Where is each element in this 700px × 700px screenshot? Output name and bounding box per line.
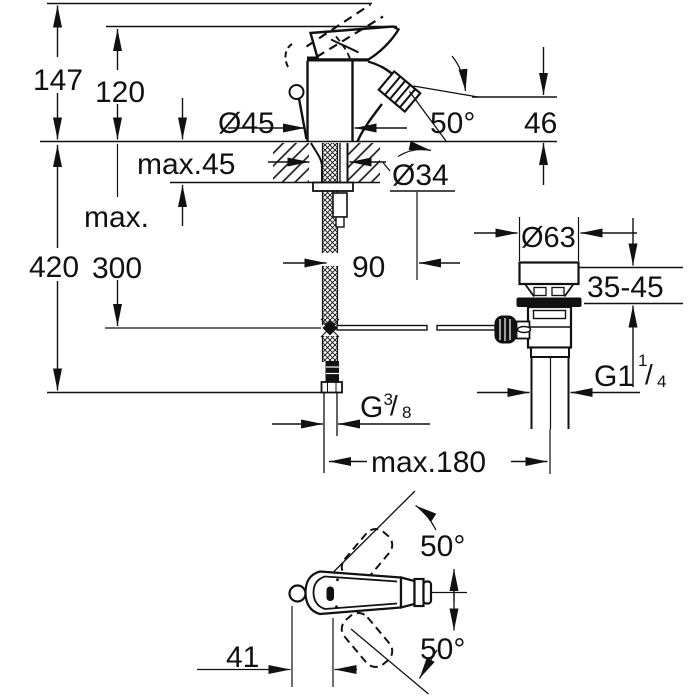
dim-supply-thread: G 3 / 8 bbox=[360, 390, 411, 424]
mounting-hardware bbox=[312, 181, 354, 228]
dim-body-diameter: Ø45 bbox=[218, 107, 275, 140]
dim-total-height: 147 bbox=[33, 64, 83, 97]
dim-lever-offset: 41 bbox=[226, 641, 259, 674]
dim-rod-offset: 90 bbox=[352, 251, 385, 284]
waste-thread-sub: 4 bbox=[657, 372, 666, 391]
lever-raised-outline bbox=[284, 3, 384, 68]
dimension-lines bbox=[53, 5, 640, 466]
hose-connector bbox=[320, 361, 343, 473]
reference-lines bbox=[40, 2, 683, 474]
lever-handle bbox=[308, 25, 401, 61]
dim-hose-drop-value: 300 bbox=[92, 252, 142, 285]
dim-swing-upper: 50° bbox=[420, 530, 465, 563]
top-view bbox=[197, 490, 467, 695]
lever-top-view bbox=[288, 570, 433, 616]
swing-axis-lower bbox=[350, 628, 429, 695]
dim-waste-deck-range: 35-45 bbox=[587, 271, 664, 304]
dim-waste-thread: G1 1 / 4 bbox=[594, 351, 666, 393]
lever-swung-lower-outline bbox=[340, 612, 394, 668]
supply-thread-sup: 3 bbox=[384, 390, 393, 409]
top-view-dimensions bbox=[197, 504, 459, 687]
dim-hose-drop-prefix: max. bbox=[84, 201, 149, 234]
waste-flange bbox=[516, 297, 582, 307]
pop-up-rod bbox=[320, 318, 496, 338]
spout-angle-lines bbox=[408, 85, 479, 142]
dim-waste-diameter: Ø63 bbox=[521, 222, 576, 254]
spout-bottom-edge bbox=[356, 103, 383, 142]
supply-thread-sub: 8 bbox=[402, 403, 411, 422]
dim-drain-distance: max.180 bbox=[371, 446, 486, 479]
spout-angle-arc bbox=[451, 55, 468, 92]
swing-axis-upper bbox=[333, 490, 416, 572]
waste-thread-base: G1 bbox=[594, 360, 634, 393]
dim-spout-height: 120 bbox=[95, 76, 145, 109]
waste-thread-slash: / bbox=[645, 359, 653, 390]
dimension-labels: 147 120 Ø45 50° 46 max.45 Ø34 max. 300 4… bbox=[29, 64, 666, 674]
aerator bbox=[377, 69, 422, 114]
dim-overall-depth: 420 bbox=[29, 251, 79, 284]
deck-angle-arc bbox=[397, 141, 432, 158]
pull-rod-knob bbox=[288, 84, 305, 100]
supply-thread-base: G bbox=[360, 391, 383, 424]
dim-swing-lower: 50° bbox=[420, 633, 465, 666]
waste-thread-sup: 1 bbox=[638, 351, 647, 370]
mixer-body bbox=[284, 3, 479, 142]
dim-outlet-height: 46 bbox=[524, 107, 557, 140]
supply-thread-slash: / bbox=[390, 390, 398, 421]
pull-rod-knob-top bbox=[288, 584, 307, 603]
pull-rod bbox=[297, 98, 308, 140]
dim-spout-angle: 50° bbox=[430, 107, 475, 140]
dim-deck-thickness: max.45 bbox=[137, 148, 235, 181]
drain-assembly bbox=[494, 261, 582, 429]
dim-hole-diameter: Ø34 bbox=[392, 159, 449, 192]
rod-clamp bbox=[494, 315, 532, 344]
